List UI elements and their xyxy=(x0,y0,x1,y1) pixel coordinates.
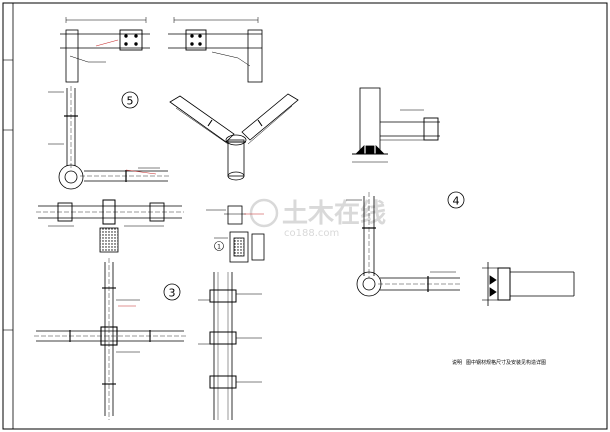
detail-cross-joint-plan xyxy=(34,258,186,420)
detail-y-joint-isometric xyxy=(169,93,299,181)
detail-top-elevation-b xyxy=(168,17,263,83)
detail-5-tag: 5 xyxy=(121,91,139,109)
detail-1-tag: 1 xyxy=(214,241,224,251)
detail-pipe-connection xyxy=(482,262,575,306)
detail-3-number: 3 xyxy=(169,287,176,300)
watermark-site: co188.com xyxy=(284,228,339,239)
detail-4-corner-plan xyxy=(346,192,462,297)
detail-3-tag: 3 xyxy=(163,283,181,301)
detail-4-number: 4 xyxy=(453,195,460,208)
detail-4-circle xyxy=(447,191,465,209)
detail-4-tag: 4 xyxy=(447,191,465,209)
note-prefix: 说明 xyxy=(452,359,462,366)
detail-5-corner-plan xyxy=(48,86,170,190)
watermark-name: 土木在线 xyxy=(282,199,386,229)
detail-5-circle xyxy=(121,91,139,109)
detail-1-number: 1 xyxy=(217,244,221,251)
detail-5-number: 5 xyxy=(127,95,134,108)
watermark: 土木在线 co188.com xyxy=(249,198,386,239)
note-text: 图中钢材规格尺寸及安装见构造详图 xyxy=(466,359,546,366)
detail-top-elevation-a xyxy=(60,17,150,83)
detail-1-circle xyxy=(214,241,224,251)
drawing-note: 说明 图中钢材规格尺寸及安装见构造详图 xyxy=(452,359,546,366)
detail-column-elevation xyxy=(198,272,262,420)
watermark-logo-icon xyxy=(249,198,279,228)
detail-3-circle xyxy=(163,283,181,301)
detail-plate-section xyxy=(206,205,265,263)
detail-column-base-elevation xyxy=(352,87,440,163)
detail-beam-splice-plan xyxy=(36,199,184,253)
